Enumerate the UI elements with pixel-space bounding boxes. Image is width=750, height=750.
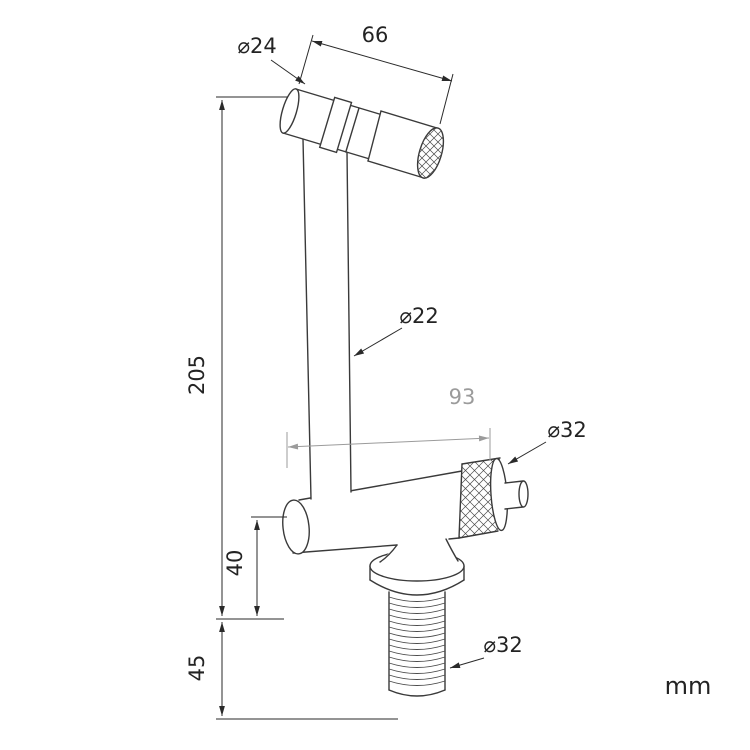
dim-label-riser-diameter: ⌀22 bbox=[399, 304, 438, 328]
dim-shank-diameter: ⌀32 bbox=[449, 633, 523, 669]
dim-riser-diameter: ⌀22 bbox=[353, 304, 439, 357]
dim-label-riser-height: 205 bbox=[185, 355, 209, 395]
dim-body-drop: 40 bbox=[223, 516, 287, 616]
handle-knob bbox=[504, 480, 529, 510]
dim-reach: 93 bbox=[286, 385, 491, 468]
faucet-shank bbox=[388, 591, 446, 697]
dim-label-body-drop: 40 bbox=[223, 550, 247, 577]
faucet-spout bbox=[279, 88, 449, 182]
dim-label-shank-diameter: ⌀32 bbox=[483, 633, 522, 657]
dim-label-handle-diameter: ⌀32 bbox=[547, 418, 586, 442]
unit-label: mm bbox=[665, 672, 712, 700]
faucet-neck bbox=[379, 538, 459, 563]
dim-spout-length: 66 bbox=[298, 23, 454, 125]
dim-label-shank-length: 45 bbox=[185, 655, 209, 682]
faucet-valve-body bbox=[282, 470, 463, 555]
faucet-handle bbox=[458, 457, 529, 539]
dim-riser-height: 205 bbox=[185, 96, 288, 620]
dim-shank-length: 45 bbox=[185, 622, 398, 720]
dim-label-spout-diameter: ⌀24 bbox=[237, 34, 276, 58]
faucet-riser bbox=[302, 138, 352, 500]
dim-label-spout-length: 66 bbox=[362, 23, 389, 47]
dim-spout-diameter: ⌀24 bbox=[237, 34, 306, 85]
dim-label-reach: 93 bbox=[449, 385, 476, 409]
dim-handle-diameter: ⌀32 bbox=[507, 418, 587, 465]
spout-collar bbox=[318, 96, 360, 154]
spout-aerator bbox=[367, 110, 449, 182]
shank-threads bbox=[388, 596, 446, 686]
